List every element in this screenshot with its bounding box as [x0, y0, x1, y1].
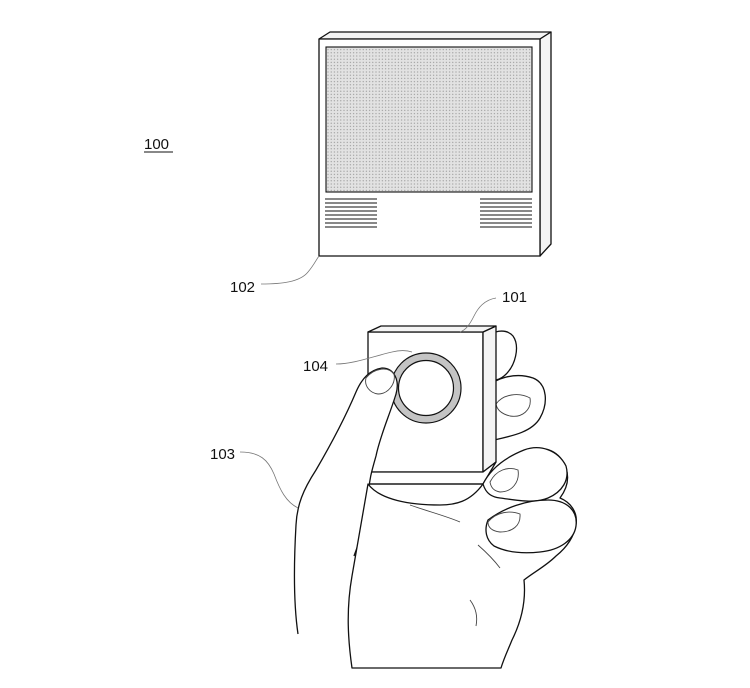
- display-side-face: [540, 32, 551, 256]
- figure-label: 100: [144, 136, 169, 153]
- remote-top-face: [368, 326, 496, 332]
- selector-button: [391, 353, 461, 423]
- label-hand-103: 103: [210, 446, 235, 463]
- display-top-face: [319, 32, 551, 39]
- button-center: [399, 361, 454, 416]
- display-device: [319, 32, 551, 256]
- leader-103: [240, 452, 298, 508]
- label-button-104: 104: [303, 358, 328, 375]
- label-display-102: 102: [230, 279, 255, 296]
- leader-102: [261, 256, 319, 284]
- label-device-101: 101: [502, 289, 527, 306]
- display-screen: [326, 47, 532, 192]
- remote-side-face: [483, 326, 496, 472]
